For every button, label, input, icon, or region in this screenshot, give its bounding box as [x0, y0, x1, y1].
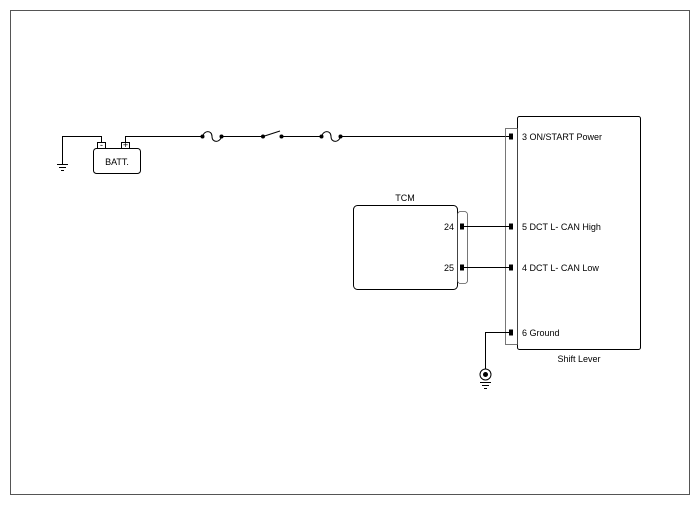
shift-lever-pin-3	[509, 133, 513, 140]
tcm-connector-frame	[457, 211, 468, 284]
shift-lever-pin-5	[509, 223, 513, 230]
tcm-pin-25	[460, 264, 464, 271]
battery-pos-terminal: +	[123, 140, 128, 150]
battery-icon	[93, 142, 141, 174]
shift-lever-pin-label-ground: 6 Ground	[522, 328, 560, 338]
tcm-box	[353, 205, 458, 290]
shift-lever-box	[517, 116, 641, 350]
battery-ground-wire	[62, 136, 102, 164]
ground-icon	[57, 164, 68, 171]
shift-lever-pin-6	[509, 329, 513, 336]
tcm-pin-label-25: 25	[444, 263, 454, 273]
shift-lever-pin-label-can-high: 5 DCT L- CAN High	[522, 222, 601, 232]
fuse-icon	[319, 131, 343, 142]
tcm-pin-label-24: 24	[444, 222, 454, 232]
tcm-title: TCM	[395, 193, 415, 203]
chassis-ground-icon	[479, 368, 492, 389]
battery-positive-wire	[125, 136, 202, 143]
battery-neg-terminal: -	[100, 140, 103, 150]
battery-label: BATT.	[105, 157, 129, 167]
shift-lever-pin-label-can-low: 4 DCT L- CAN Low	[522, 263, 599, 273]
switch-icon	[261, 130, 284, 139]
shift-lever-ground-wire	[485, 332, 509, 369]
shift-lever-connector-frame	[505, 128, 518, 345]
fuse-icon	[200, 131, 224, 142]
tcm-pin-24	[460, 223, 464, 230]
shift-lever-pin-label-power: 3 ON/START Power	[522, 132, 602, 142]
diagram-frame	[10, 10, 690, 495]
shift-lever-title: Shift Lever	[557, 354, 600, 364]
shift-lever-pin-4	[509, 264, 513, 271]
